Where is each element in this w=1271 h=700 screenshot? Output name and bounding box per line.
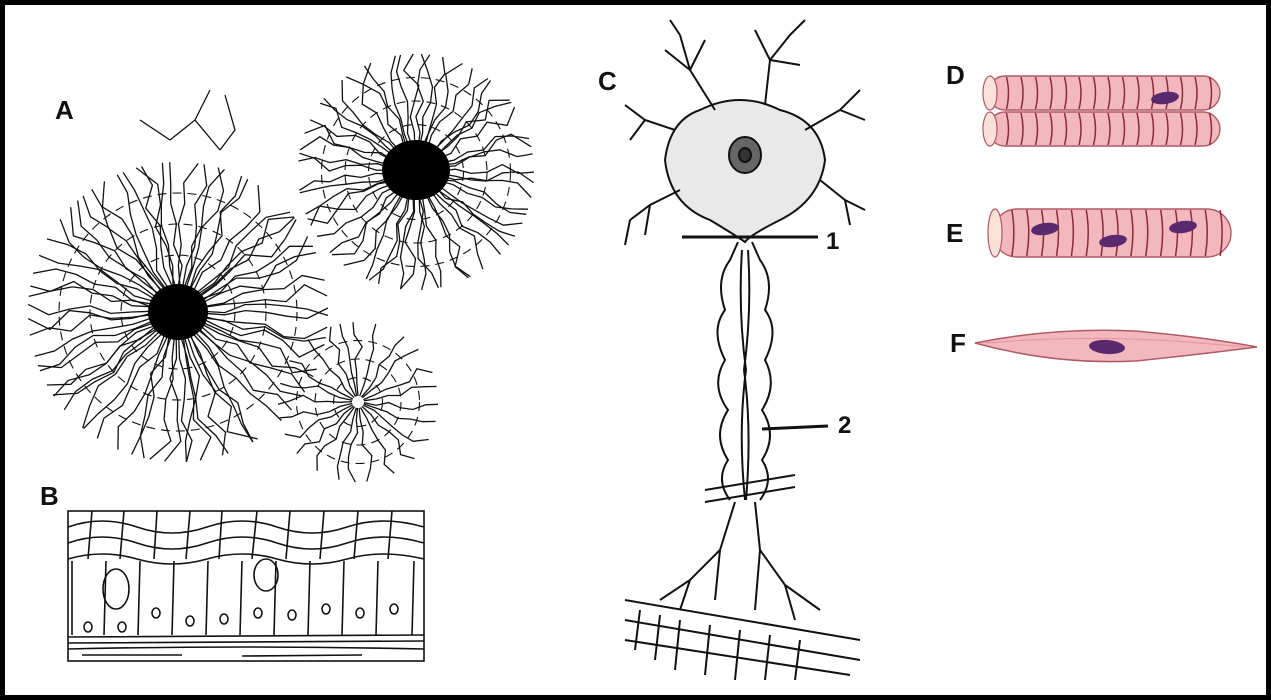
glia-soma-large [148, 284, 208, 340]
label-c: C [598, 68, 617, 94]
neuron-drawing [620, 10, 870, 690]
label-d: D [946, 62, 965, 88]
ciliated-epithelium-drawing [62, 505, 432, 670]
cardiac-muscle-drawing [980, 72, 1230, 154]
pointer-line-2 [762, 426, 828, 429]
label-e: E [946, 220, 963, 246]
glia-cluster-drawing [20, 50, 530, 490]
glia-soma-upper [382, 140, 450, 200]
label-f: F [950, 330, 966, 356]
skeletal-muscle-drawing [985, 205, 1235, 265]
smooth-muscle-drawing [975, 325, 1265, 370]
